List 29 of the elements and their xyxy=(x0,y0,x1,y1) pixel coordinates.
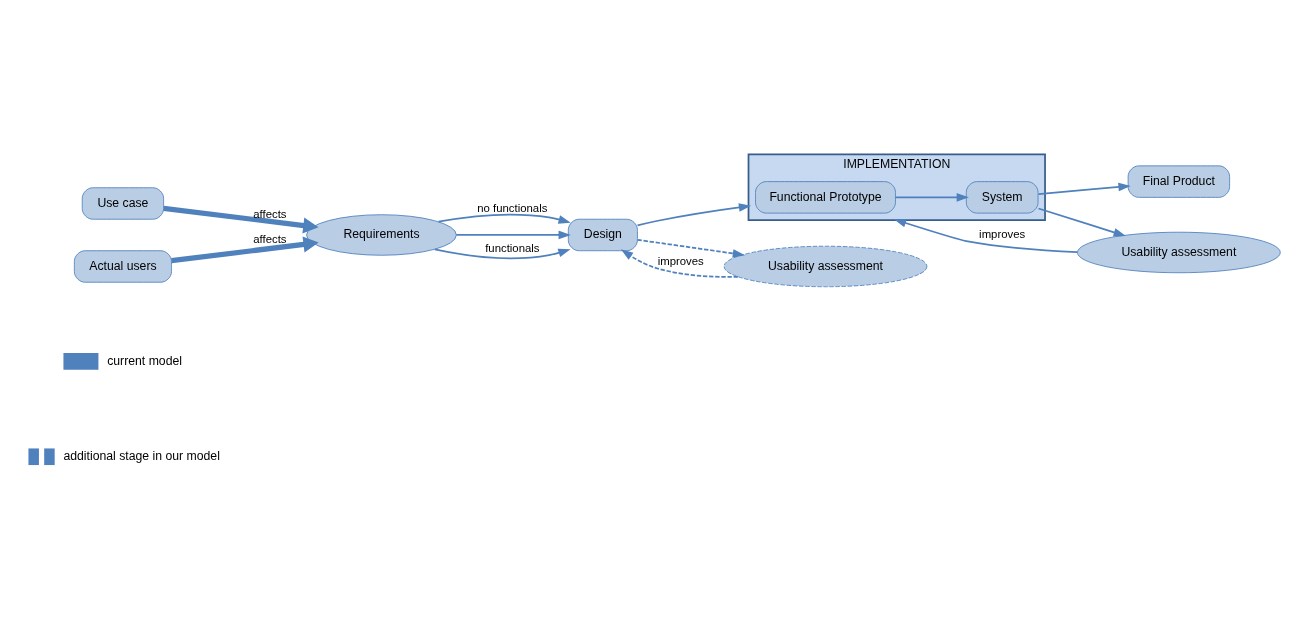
edge-label: functionals xyxy=(485,241,540,254)
arrow xyxy=(455,230,571,240)
edge-label: no functionals xyxy=(477,201,548,214)
node-box: Design xyxy=(567,218,638,252)
arrow xyxy=(163,205,319,234)
edge-label: affects xyxy=(253,207,287,220)
arrow xyxy=(636,238,745,258)
node-box: Actual users xyxy=(73,250,172,283)
legend-label: additional stage in our model xyxy=(63,448,220,463)
arrow xyxy=(1037,207,1126,237)
node-box: Final Product xyxy=(1127,165,1231,198)
legend-label: current model xyxy=(107,353,182,368)
arrow xyxy=(171,236,319,264)
arrow xyxy=(437,213,571,224)
edge-label: improves xyxy=(657,255,704,268)
node-ellipse: Usability assessment xyxy=(723,245,928,288)
arrow xyxy=(620,249,739,278)
node-box: Functional Prototype xyxy=(755,181,896,214)
node-box: System xyxy=(965,181,1039,214)
node-ellipse: Usability assessment xyxy=(1077,231,1281,274)
edge-label: affects xyxy=(253,233,287,246)
arrow xyxy=(433,248,571,260)
edge-label: improves xyxy=(979,227,1026,240)
arrow xyxy=(636,203,752,227)
node-ellipse: Requirements xyxy=(306,214,457,256)
node-box: Use case xyxy=(81,187,165,220)
arrow xyxy=(893,218,1079,254)
arrow xyxy=(894,193,969,202)
arrow xyxy=(1037,182,1131,196)
